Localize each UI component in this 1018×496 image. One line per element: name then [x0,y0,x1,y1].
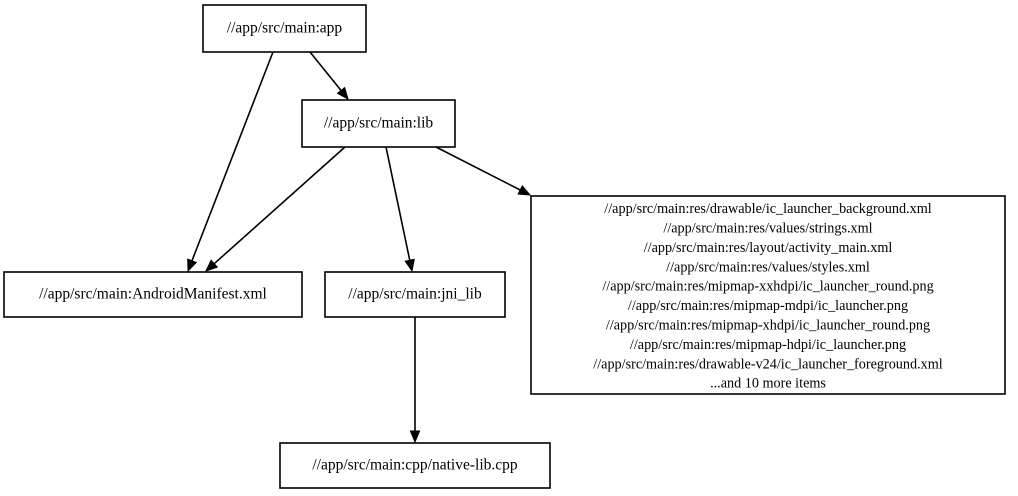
edge-line [309,51,342,91]
edge-line [385,146,411,261]
node-label-line: //app/src/main:res/values/styles.xml [666,259,870,275]
node-box[interactable] [530,195,1006,395]
graph-edge-app-to-manifest [187,51,274,273]
graph-node-manifest[interactable]: //app/src/main:AndroidManifest.xml [3,271,303,318]
node-label: //app/src/main:lib [324,115,434,132]
graph-edge-app-to-lib [309,51,349,101]
graph-node-lib[interactable]: //app/src/main:lib [301,99,456,148]
node-box[interactable] [202,4,367,53]
graph-node-res_group[interactable]: //app/src/main:res/drawable/ic_launcher_… [530,195,1006,395]
node-box[interactable] [3,271,303,318]
node-box[interactable] [279,442,551,489]
node-label-line: //app/src/main:res/drawable-v24/ic_launc… [593,356,943,372]
edge-line [435,146,521,191]
arrowhead-icon [336,86,349,101]
node-label-line: //app/src/main:res/mipmap-hdpi/ic_launch… [630,337,906,353]
node-box[interactable] [301,99,456,148]
node-label-line: //app/src/main:res/mipmap-xhdpi/ic_launc… [606,318,930,334]
arrowhead-icon [404,258,415,273]
graph-edge-lib-to-manifest [205,146,346,272]
node-label-line: ...and 10 more items [710,376,826,392]
graph-node-jni_lib[interactable]: //app/src/main:jni_lib [324,271,506,318]
nodes-layer: //app/src/main:app //app/src/main:lib //ap… [3,4,1006,489]
graph-edge-jni-lib-to-native-lib [409,317,421,444]
graph-edge-lib-to-jni-lib [385,146,415,273]
graph-node-app[interactable]: //app/src/main:app [202,4,367,53]
node-label: //app/src/main:jni_lib [348,286,482,303]
node-label: //app/src/main:app [227,20,343,37]
arrowhead-icon [517,185,532,196]
graph-edge-lib-to-res-group [435,146,532,196]
node-label-line: //app/src/main:res/mipmap-xxhdpi/ic_laun… [602,279,933,295]
node-label: //app/src/main:AndroidManifest.xml [39,286,267,303]
arrowhead-icon [187,258,198,273]
node-label-line: //app/src/main:res/mipmap-mdpi/ic_launch… [628,298,908,314]
edge-line [191,51,274,262]
node-label-line: //app/src/main:res/drawable/ic_launcher_… [604,201,931,217]
edge-line [213,146,346,265]
edges-layer [187,51,532,444]
arrowhead-icon [205,259,219,272]
node-box[interactable] [324,271,506,318]
node-label: //app/src/main:cpp/native-lib.cpp [312,457,518,474]
arrowhead-icon [409,430,421,444]
graph-node-native_lib[interactable]: //app/src/main:cpp/native-lib.cpp [279,442,551,489]
node-label-line: //app/src/main:res/layout/activity_main.… [644,240,893,256]
node-label-line: //app/src/main:res/values/strings.xml [663,221,872,237]
